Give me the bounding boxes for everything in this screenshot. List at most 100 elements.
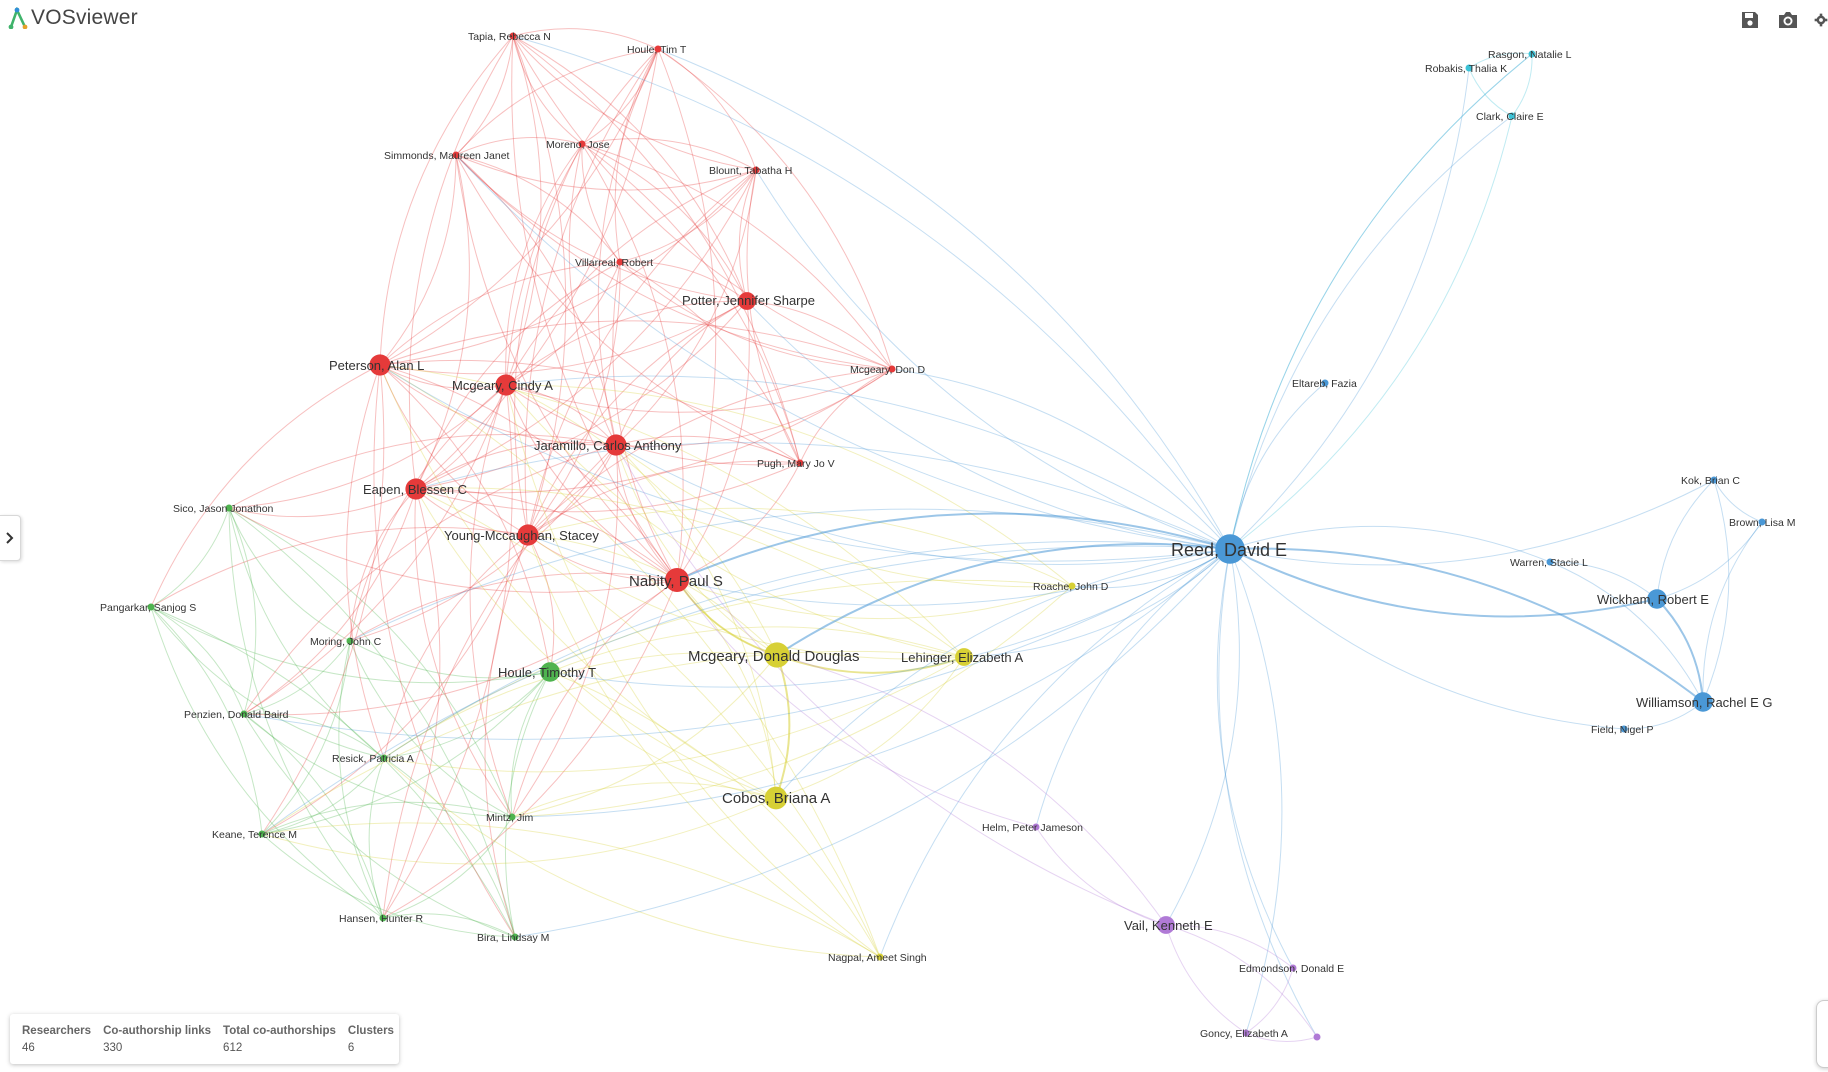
researcher-label[interactable]: Wickham, Robert E [1597, 592, 1709, 607]
researcher-node[interactable] [752, 166, 760, 174]
settings-button[interactable] [1814, 8, 1828, 32]
researcher-node[interactable] [1546, 558, 1554, 566]
researcher-node[interactable] [1465, 64, 1473, 72]
researcher-label[interactable]: Cobos, Briana A [722, 790, 830, 807]
researcher-label[interactable]: Nabity, Paul S [629, 573, 723, 590]
researcher-label[interactable]: Peterson, Alan L [329, 358, 424, 373]
researcher-node[interactable] [955, 648, 973, 666]
researcher-node[interactable] [495, 374, 517, 396]
researcher-node[interactable] [346, 637, 354, 645]
researcher-label[interactable]: Young-Mccaughan, Stacey [444, 528, 599, 543]
save-button[interactable] [1738, 8, 1762, 32]
researcher-label[interactable]: Keane, Terence M [212, 829, 297, 841]
researcher-node[interactable] [508, 813, 516, 821]
researcher-node[interactable] [1289, 964, 1297, 972]
researcher-label[interactable]: Mintz, Jim [486, 812, 534, 824]
researcher-label[interactable]: Robakis, Thalia K [1425, 63, 1507, 75]
researcher-node[interactable] [379, 914, 387, 922]
researcher-node[interactable] [1157, 916, 1175, 934]
researcher-label[interactable]: Eapen, Blessen C [363, 482, 467, 497]
researcher-node[interactable] [511, 933, 519, 941]
screenshot-button[interactable] [1776, 8, 1800, 32]
researcher-label[interactable]: Field, Nigel P [1591, 724, 1653, 736]
researcher-node[interactable] [509, 32, 517, 40]
researcher-label[interactable]: Williamson, Rachel E G [1636, 695, 1773, 710]
researcher-node[interactable] [1508, 112, 1516, 120]
researcher-label[interactable]: Mcgeary, Donald Douglas [688, 648, 859, 665]
researcher-label[interactable]: Blount, Tabatha H [709, 165, 792, 177]
side-panel-toggle[interactable] [0, 515, 21, 561]
coauthorship-link [505, 384, 881, 958]
coauthorship-link [527, 444, 617, 536]
researcher-node[interactable] [258, 830, 266, 838]
zoom-control[interactable] [1816, 1000, 1828, 1068]
researcher-label[interactable]: Sico, Jason Jonathon [173, 503, 274, 515]
researcher-label[interactable]: Pugh, Mary Jo V [757, 458, 835, 470]
researcher-node[interactable] [452, 151, 460, 159]
researcher-node[interactable] [605, 434, 627, 456]
researcher-label[interactable]: Warren, Stacie L [1510, 557, 1588, 569]
researcher-node[interactable] [665, 568, 689, 592]
researcher-label[interactable]: Lehinger, Elizabeth A [901, 650, 1023, 665]
researcher-node[interactable] [1620, 725, 1628, 733]
researcher-label[interactable]: Rasgon, Natalie L [1488, 49, 1572, 61]
researcher-label[interactable]: Edmondson, Donald E [1239, 963, 1344, 975]
researcher-label[interactable]: Jaramillo, Carlos Anthony [534, 438, 682, 453]
researcher-node[interactable] [240, 710, 248, 718]
researcher-label[interactable]: Moring, John C [310, 636, 382, 648]
researcher-node[interactable] [764, 786, 788, 810]
researcher-label[interactable]: Villarreal, Robert [575, 257, 653, 269]
researcher-label[interactable]: Houle, Timothy T [498, 665, 596, 680]
researcher-label[interactable]: Penzien, Donald Baird [184, 709, 289, 721]
researcher-node[interactable] [1693, 692, 1713, 712]
researcher-node[interactable] [764, 642, 790, 668]
researcher-label[interactable]: Reed, David E [1171, 540, 1287, 560]
researcher-label[interactable]: Potter, Jennifer Sharpe [682, 293, 815, 308]
researcher-node[interactable] [1068, 582, 1076, 590]
researcher-label[interactable]: Roache, John D [1033, 581, 1109, 593]
researcher-label[interactable]: Houle, Tim T [627, 44, 687, 56]
researcher-node[interactable] [369, 354, 391, 376]
researcher-label[interactable]: Mcgeary, Don D [850, 364, 925, 376]
researcher-node[interactable] [738, 292, 756, 310]
researcher-node[interactable] [876, 953, 884, 961]
researcher-label[interactable]: Mcgeary, Cindy A [452, 378, 553, 393]
researcher-node[interactable] [1242, 1029, 1250, 1037]
researcher-node[interactable] [405, 478, 427, 500]
researcher-node[interactable] [888, 365, 896, 373]
researcher-node[interactable] [1321, 379, 1329, 387]
researcher-node[interactable] [654, 45, 662, 53]
researcher-label[interactable]: Vail, Kenneth E [1124, 918, 1213, 933]
researcher-label[interactable]: Brown, Lisa M [1729, 517, 1796, 529]
researcher-node[interactable] [1710, 476, 1718, 484]
researcher-label[interactable]: Moreno, Jose [546, 139, 610, 151]
researcher-label[interactable]: Resick, Patricia A [332, 753, 414, 765]
researcher-node[interactable] [1313, 1033, 1321, 1041]
researcher-label[interactable]: Eltareb, Fazia [1292, 378, 1357, 390]
researcher-node[interactable] [1528, 50, 1536, 58]
researcher-node[interactable] [380, 754, 388, 762]
researcher-node[interactable] [1215, 534, 1245, 564]
researcher-node[interactable] [147, 603, 155, 611]
researcher-label[interactable]: Tapia, Rebecca N [468, 31, 551, 43]
researcher-label[interactable]: Bira, Lindsay M [477, 932, 549, 944]
researcher-label[interactable]: Goncy, Elizabeth A [1200, 1028, 1288, 1040]
researcher-label[interactable]: Clark, Claire E [1476, 111, 1544, 123]
researcher-node[interactable] [517, 524, 539, 546]
researcher-label[interactable]: Nagpal, Ameet Singh [828, 952, 927, 964]
researcher-label[interactable]: Helm, Peter Jameson [982, 822, 1083, 834]
researcher-node[interactable] [616, 258, 624, 266]
researcher-label[interactable]: Pangarkar, Sanjog S [100, 602, 196, 614]
researcher-label[interactable]: Simmonds, Maureen Janet [384, 150, 510, 162]
researcher-node[interactable] [1758, 518, 1766, 526]
researcher-node[interactable] [578, 140, 586, 148]
researcher-node[interactable] [540, 662, 560, 682]
researcher-node[interactable] [796, 459, 804, 467]
researcher-node[interactable] [1647, 589, 1667, 609]
coauthorship-link [512, 35, 893, 370]
researcher-label[interactable]: Hansen, Hunter R [339, 913, 423, 925]
researcher-node[interactable] [225, 504, 233, 512]
researcher-label[interactable]: Kok, Brian C [1681, 475, 1740, 487]
researcher-node[interactable] [1032, 823, 1040, 831]
